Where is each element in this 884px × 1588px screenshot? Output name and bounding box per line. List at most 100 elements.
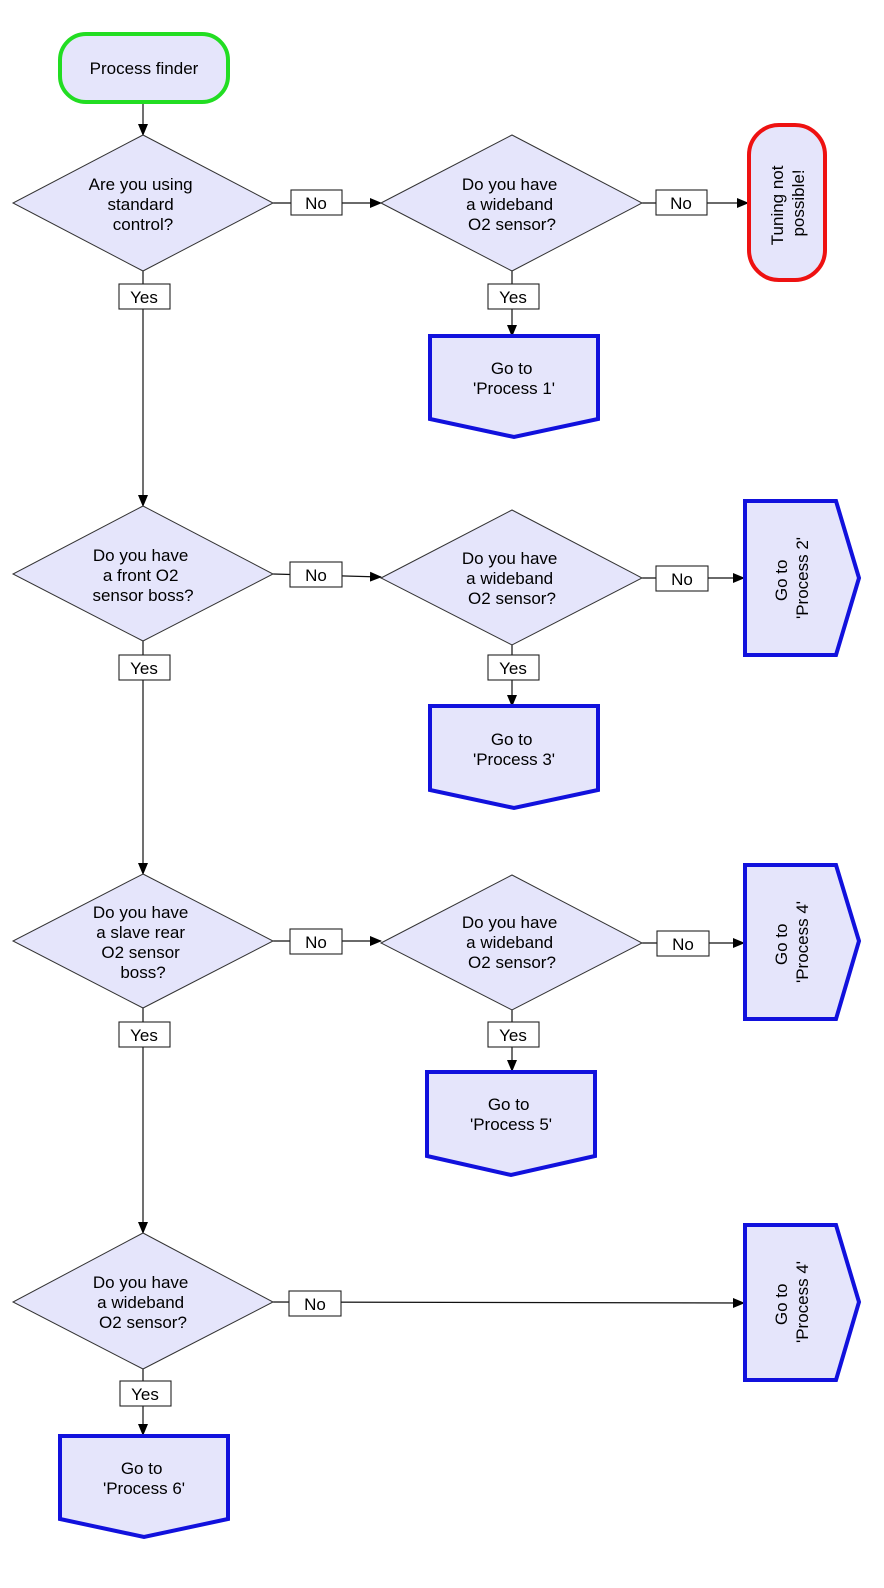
label-d1-yes: Yes (118, 283, 171, 310)
label-d7-yes: Yes (119, 1380, 172, 1407)
svg-text:Yes: Yes (130, 659, 158, 678)
d1-line-2: standard (108, 195, 174, 214)
label-d1-no: No (290, 189, 343, 216)
end-label-line-1: Tuning not (768, 165, 787, 245)
d2-line-2: a wideband (466, 195, 553, 214)
d2-line-1: Do you have (462, 175, 557, 194)
outcome-process-1: Go to 'Process 1' (428, 334, 600, 440)
svg-text:Yes: Yes (499, 288, 527, 307)
d4-line-3: O2 sensor? (468, 589, 556, 608)
svg-text:Do you have a wideband: Do you have a wideband O2 sensor? (93, 1273, 193, 1332)
p3-line-2: 'Process 3' (473, 750, 555, 769)
p4b-line-1: Go to (772, 1284, 791, 1326)
svg-text:Yes: Yes (499, 1026, 527, 1045)
svg-text:No: No (304, 1295, 326, 1314)
d1-line-1: Are you using (89, 175, 193, 194)
d7-line-1: Do you have (93, 1273, 188, 1292)
decision-d4: Do you have a wideband O2 sensor? (379, 509, 644, 646)
svg-text:Go to 'Process 5': Go to 'Process 5' (470, 1095, 552, 1134)
p1-line-2: 'Process 1' (473, 379, 555, 398)
svg-text:Go to 'Process 4': Go to 'Process 4' (772, 901, 812, 983)
p4b-line-2: 'Process 4' (793, 1261, 812, 1343)
svg-text:Do you have a slave rear: Do you have a slave rear O2 sensor boss? (93, 903, 193, 982)
svg-text:No: No (672, 935, 694, 954)
d3-line-2: a front O2 (103, 566, 179, 585)
label-d4-yes: Yes (487, 654, 540, 681)
label-d2-yes: Yes (487, 283, 540, 310)
d4-line-1: Do you have (462, 549, 557, 568)
p4a-line-2: 'Process 4' (793, 901, 812, 983)
start-node: Process finder (58, 32, 230, 104)
svg-text:Tuning not possible!: Tuning not possible! (768, 161, 808, 245)
svg-text:No: No (670, 194, 692, 213)
d5-line-4: boss? (120, 963, 165, 982)
p1-line-1: Go to (491, 359, 533, 378)
decision-d6: Do you have a wideband O2 sensor? (379, 874, 644, 1011)
svg-text:Go to 'Process 6': Go to 'Process 6' (103, 1459, 185, 1498)
outcome-process-4-a: Go to 'Process 4' (743, 863, 862, 1021)
label-d6-no: No (656, 930, 710, 957)
edge-labels: No No Yes Yes No No Yes Yes (118, 189, 710, 1407)
svg-text:Go to 'Process 2': Go to 'Process 2' (772, 537, 812, 619)
svg-text:Yes: Yes (499, 659, 527, 678)
p5-line-1: Go to (488, 1095, 530, 1114)
d1-line-3: control? (113, 215, 173, 234)
label-d6-yes: Yes (487, 1021, 540, 1048)
svg-text:Do you have a wideband: Do you have a wideband O2 sensor? (462, 913, 562, 972)
svg-text:Do you have a wideband: Do you have a wideband O2 sensor? (462, 549, 562, 608)
label-d4-no: No (655, 565, 709, 592)
svg-text:Do you have a wideband: Do you have a wideband O2 sensor? (462, 175, 562, 234)
svg-text:No: No (305, 933, 327, 952)
svg-text:Do you have a front O2: Do you have a front O2 sensor boss? (92, 546, 193, 605)
label-d3-yes: Yes (118, 654, 171, 681)
decision-d3: Do you have a front O2 sensor boss? (11, 505, 275, 642)
svg-text:Go to 'Process 3': Go to 'Process 3' (473, 730, 555, 769)
label-d5-no: No (289, 928, 343, 955)
p2-line-1: Go to (772, 560, 791, 602)
p4a-line-1: Go to (772, 924, 791, 966)
d5-line-3: O2 sensor (101, 943, 180, 962)
outcome-process-4-b: Go to 'Process 4' (743, 1223, 862, 1382)
svg-text:No: No (305, 194, 327, 213)
d6-line-2: a wideband (466, 933, 553, 952)
d7-line-2: a wideband (97, 1293, 184, 1312)
svg-text:Go to 'Process 1': Go to 'Process 1' (473, 359, 555, 398)
decision-d1: Are you using standard control? (11, 134, 275, 272)
p3-line-1: Go to (491, 730, 533, 749)
outcome-process-5: Go to 'Process 5' (425, 1070, 597, 1178)
outcome-process-2: Go to 'Process 2' (743, 499, 862, 657)
label-d7-no: No (288, 1290, 342, 1317)
label-d5-yes: Yes (118, 1021, 171, 1048)
decision-d5: Do you have a slave rear O2 sensor boss? (11, 873, 275, 1009)
decision-d7: Do you have a wideband O2 sensor? (11, 1232, 275, 1370)
p6-line-1: Go to (121, 1459, 163, 1478)
d3-line-1: Do you have (93, 546, 188, 565)
d4-line-2: a wideband (466, 569, 553, 588)
svg-text:Go to 'Process 4': Go to 'Process 4' (772, 1261, 812, 1343)
d7-line-3: O2 sensor? (99, 1313, 187, 1332)
svg-text:Yes: Yes (130, 288, 158, 307)
d6-line-3: O2 sensor? (468, 953, 556, 972)
edge-d7-no (272, 1297, 745, 1308)
end-node-tuning-not-possible: Tuning not possible! (747, 123, 827, 282)
outcome-process-6: Go to 'Process 6' (58, 1434, 230, 1540)
outcome-process-3: Go to 'Process 3' (428, 704, 600, 811)
p2-line-2: 'Process 2' (793, 537, 812, 619)
d5-line-2: a slave rear (96, 923, 185, 942)
d3-line-3: sensor boss? (92, 586, 193, 605)
d6-line-1: Do you have (462, 913, 557, 932)
svg-text:No: No (671, 570, 693, 589)
svg-text:No: No (305, 566, 327, 585)
end-label-line-2: possible! (789, 169, 808, 236)
svg-text:Yes: Yes (130, 1026, 158, 1045)
d2-line-3: O2 sensor? (468, 215, 556, 234)
label-d2-no: No (655, 189, 708, 216)
p6-line-2: 'Process 6' (103, 1479, 185, 1498)
svg-text:Yes: Yes (131, 1385, 159, 1404)
label-d3-no: No (289, 561, 343, 588)
decision-d2: Do you have a wideband O2 sensor? (379, 134, 644, 272)
start-label: Process finder (90, 59, 199, 78)
svg-text:Are you using standard: Are you using standard control? (89, 175, 198, 234)
d5-line-1: Do you have (93, 903, 188, 922)
